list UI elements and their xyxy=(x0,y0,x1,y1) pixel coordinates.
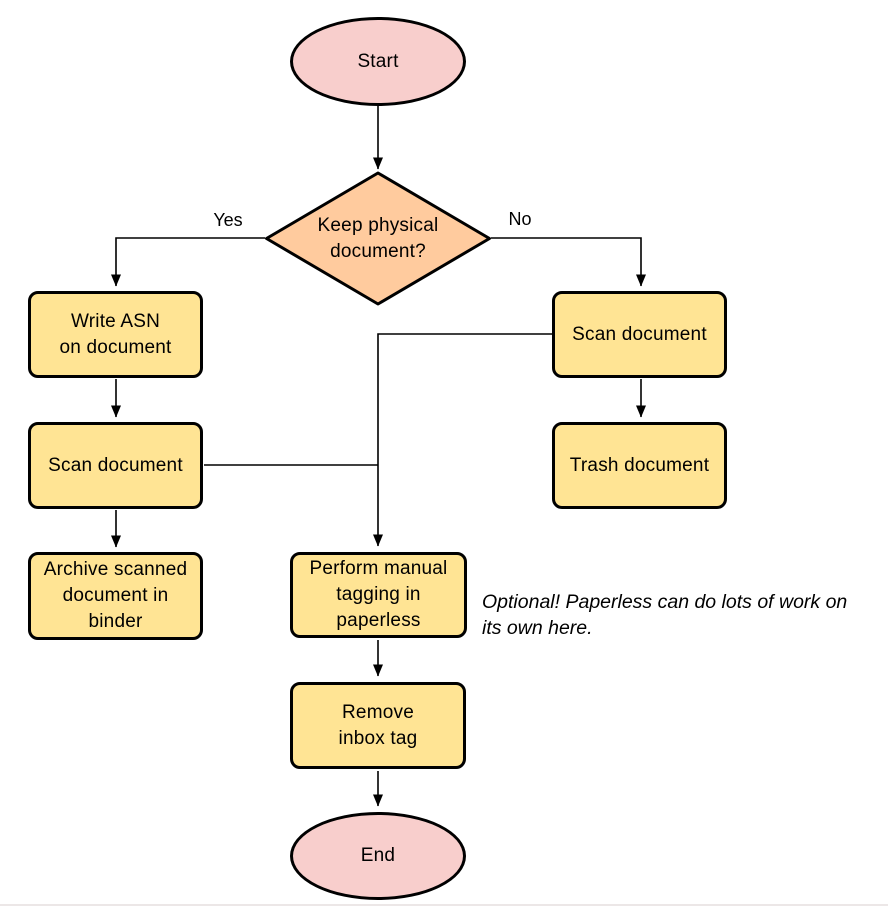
edge-scan-right-to-tagging xyxy=(373,333,552,547)
node-start-label: Start xyxy=(357,50,399,72)
node-scan-left-label: Scan document xyxy=(48,454,183,476)
decision-diamond-shape xyxy=(265,171,491,306)
edge-decision-to-write-asn xyxy=(111,237,265,287)
edge-label-no: No xyxy=(508,209,532,229)
node-start: Start xyxy=(290,17,466,106)
node-decision-label: Keep physical document? xyxy=(317,214,439,262)
node-remove-inbox-label: Remove inbox tag xyxy=(338,701,418,749)
node-archive-label: Archive scanned document in binder xyxy=(43,559,188,632)
node-remove-inbox: Remove inbox tag xyxy=(290,682,466,769)
bottom-rule xyxy=(0,904,888,906)
node-tagging-label: Perform manual tagging in paperless xyxy=(309,558,448,631)
node-scan-right: Scan document xyxy=(552,291,727,378)
node-end-label: End xyxy=(360,845,396,866)
node-write-asn: Write ASN on document xyxy=(28,291,203,378)
edge-decision-to-scan-right xyxy=(491,237,646,287)
annotation-note: Optional! Paperless can do lots of work … xyxy=(482,591,848,639)
node-scan-left: Scan document xyxy=(28,422,203,509)
node-scan-right-label: Scan document xyxy=(572,323,707,345)
node-trash-label: Trash document xyxy=(569,454,710,476)
node-write-asn-label: Write ASN on document xyxy=(59,310,172,358)
node-tagging: Perform manual tagging in paperless xyxy=(290,552,467,638)
node-trash: Trash document xyxy=(552,422,727,509)
edge-label-yes: Yes xyxy=(213,210,243,230)
node-decision: Keep physical document? xyxy=(266,173,490,304)
node-end: End xyxy=(290,812,466,900)
node-archive: Archive scanned document in binder xyxy=(28,552,203,640)
